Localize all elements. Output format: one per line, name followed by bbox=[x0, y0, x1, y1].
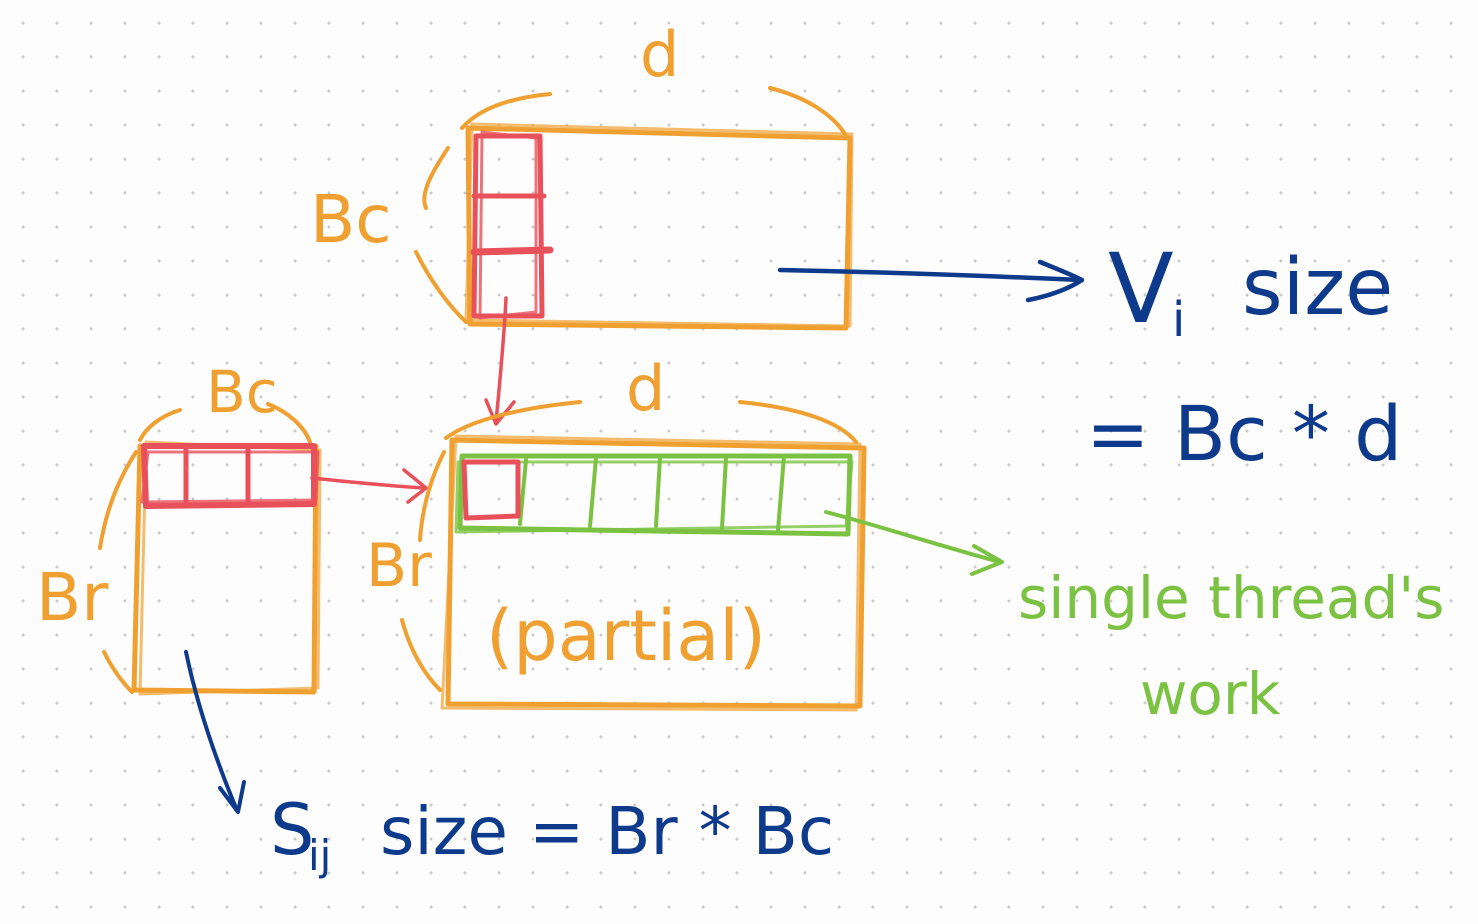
v-height-label: Bc bbox=[310, 181, 392, 258]
out-green-cell-divider bbox=[654, 456, 662, 528]
v-block-outline-2 bbox=[464, 122, 854, 328]
v-size-arrow bbox=[777, 267, 1083, 283]
s-size-formula: size = Br * Bc bbox=[380, 793, 834, 870]
s-red-row-2 bbox=[140, 450, 320, 504]
s-to-out-arrow bbox=[310, 476, 426, 490]
s-size-annotation: S ij size = Br * Bc bbox=[270, 789, 834, 880]
partial-label: (partial) bbox=[486, 595, 766, 677]
v-red-cell-divider bbox=[470, 246, 554, 256]
s-to-out-arrowhead bbox=[402, 468, 428, 504]
s-red-row bbox=[141, 443, 317, 509]
v-size-arrowhead bbox=[1025, 259, 1085, 303]
v-red-column bbox=[471, 133, 545, 319]
out-height-label: Br bbox=[366, 531, 432, 601]
v-height-brace bbox=[414, 146, 468, 324]
out-red-cell bbox=[461, 459, 521, 521]
out-block-outline-2 bbox=[440, 434, 862, 712]
thread-work-arrow bbox=[824, 510, 1002, 564]
v-size-annotation: V i size = Bc * d bbox=[1086, 233, 1402, 478]
out-block-outline bbox=[445, 437, 867, 709]
v-size-formula: = Bc * d bbox=[1086, 389, 1402, 478]
out-green-cell-divider bbox=[588, 456, 598, 528]
s-height-brace bbox=[98, 450, 138, 694]
out-block bbox=[400, 400, 1004, 712]
v-block-outline bbox=[465, 125, 853, 331]
v-to-out-arrowhead bbox=[484, 398, 516, 426]
v-to-out-arrow bbox=[494, 296, 508, 424]
v-red-column-2 bbox=[478, 130, 538, 320]
s-block-outline bbox=[131, 443, 319, 695]
v-width-brace bbox=[460, 86, 848, 138]
s-size-arrow bbox=[184, 650, 238, 810]
single-thread-label: single thread's bbox=[1018, 564, 1444, 632]
s-size-subscript: ij bbox=[308, 831, 331, 880]
out-width-brace bbox=[444, 400, 858, 444]
single-thread-label-line2: work bbox=[1140, 660, 1281, 728]
s-size-arrowhead bbox=[218, 780, 246, 814]
v-size-v: V bbox=[1108, 233, 1174, 345]
v-width-label: d bbox=[640, 18, 679, 91]
s-block bbox=[98, 402, 428, 814]
v-size-subscript: i bbox=[1172, 292, 1185, 348]
out-width-label: d bbox=[626, 352, 665, 425]
s-height-label: Br bbox=[36, 559, 109, 636]
thread-work-arrowhead bbox=[970, 544, 1004, 576]
out-green-row bbox=[457, 453, 853, 537]
v-size-word: size bbox=[1242, 243, 1393, 333]
out-green-cell-divider bbox=[720, 456, 728, 530]
v-block bbox=[414, 86, 1085, 426]
out-green-cell-divider bbox=[518, 458, 528, 526]
out-height-brace bbox=[400, 450, 446, 692]
s-width-brace bbox=[138, 402, 312, 444]
out-green-row-2 bbox=[454, 460, 854, 534]
out-green-cell-divider bbox=[776, 454, 786, 532]
s-size-s: S bbox=[270, 789, 314, 871]
s-width-label: Bc bbox=[206, 358, 278, 426]
s-block-outline-2 bbox=[138, 440, 322, 696]
